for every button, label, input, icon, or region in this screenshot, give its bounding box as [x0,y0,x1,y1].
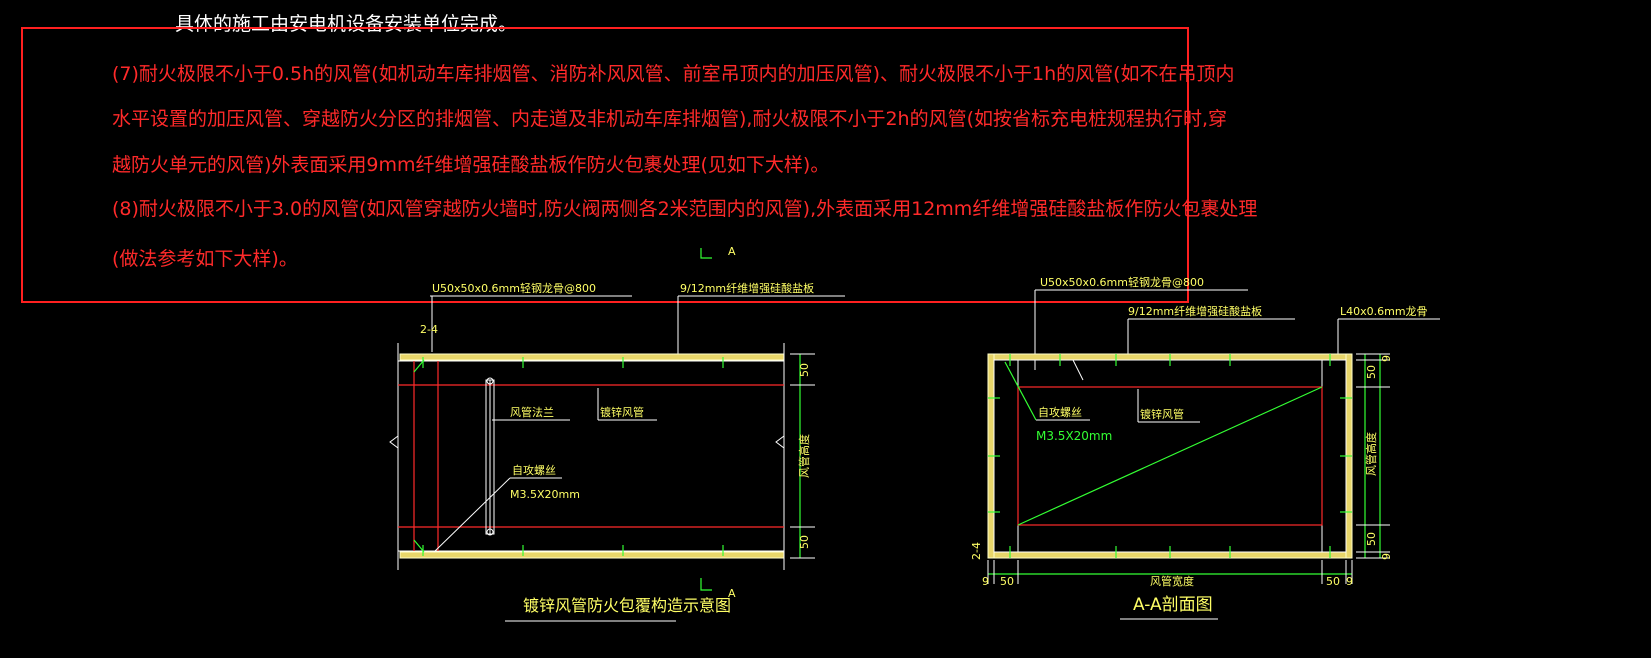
dim-edge-right-right: 9 [1346,575,1353,588]
note-top-line: 具体的施工由安电机设备安装单位完成。 [175,13,517,35]
note-item7-line2: 水平设置的加压风管、穿越防火分区的排烟管、内走道及非机动车库排烟管),耐火极限不… [112,108,1227,130]
title-right-drawing: A-A剖面图 [1133,595,1213,615]
dim-edge-bottom-right: 9 [1380,553,1393,560]
dimension-chain-right-horizontal: 9 50 风管宽度 50 9 [982,560,1353,588]
right-drawing: U50x50x0.6mm轻钢龙骨@800 9/12mm纤维增强硅酸盐板 L40x… [970,275,1440,620]
dim-edge-top-right: 9 [1380,355,1393,362]
dimension-chain-left: 50 风管高度 50 [790,353,815,559]
side-mark-left: 2-4 [420,323,438,336]
section-mark-a-bottom: A [728,587,736,600]
dim-bottom-right: 50 [1365,532,1378,546]
section-mark-a-top: A [728,245,736,258]
side-mark-right: 2-4 [970,542,983,560]
label-screw-spec-left: M3.5X20mm [510,488,580,501]
label-keel-right: U50x50x0.6mm轻钢龙骨@800 [1040,275,1204,289]
dim-bottom-left: 50 [798,535,811,549]
board-bottom-left [399,551,785,559]
note-item8-line1: (8)耐火极限不小于3.0的风管(如风管穿越防火墙时,防火阀两侧各2米范围内的风… [112,198,1257,220]
dim-edge-left-right: 9 [982,575,989,588]
dim-left-right: 50 [1000,575,1014,588]
note-item7-line1: (7)耐火极限不小于0.5h的风管(如机动车库排烟管、消防补风风管、前室吊顶内的… [112,63,1235,85]
selection-highlight-box[interactable] [21,27,1189,303]
dim-right-right: 50 [1326,575,1340,588]
label-board-left: 9/12mm纤维增强硅酸盐板 [680,281,814,295]
label-board-right: 9/12mm纤维增强硅酸盐板 [1128,304,1262,318]
dim-height-right: 风管高度 [1364,432,1378,476]
note-item8-line2: (做法参考如下大样)。 [112,248,298,270]
label-screw-spec-right: M3.5X20mm [1036,429,1112,443]
dim-width-right: 风管宽度 [1150,574,1194,588]
title-left-drawing: 镀锌风管防火包覆构造示意图 [523,596,731,615]
dim-top-left: 50 [798,363,811,377]
label-duct-left: 镀锌风管 [600,405,644,419]
label-screw-left: 自攻螺丝 [512,463,556,477]
dimension-chain-right-vertical: 50 风管高度 50 9 9 [1356,353,1393,560]
dim-height-left: 风管高度 [797,434,811,478]
left-drawing: A A U50x50x0.6mm轻钢龙骨@800 9/12mm纤维增强硅酸盐板 … [389,245,845,622]
screw-markers-right [988,354,1352,558]
duct-section [1017,386,1323,526]
screw-markers-left [413,357,724,556]
label-duct-right: 镀锌风管 [1140,407,1184,421]
label-keel-left: U50x50x0.6mm轻钢龙骨@800 [432,281,596,295]
board-top-left [399,353,785,361]
label-angle-right: L40x0.6mm龙骨 [1340,305,1428,318]
note-item7-line3: 越防火单元的风管)外表面采用9mm纤维增强硅酸盐板作防火包裹处理(见如下大样)。 [112,154,829,176]
label-screw-right: 自攻螺丝 [1038,405,1082,419]
dim-top-right: 50 [1365,365,1378,379]
label-flange: 风管法兰 [510,405,554,419]
